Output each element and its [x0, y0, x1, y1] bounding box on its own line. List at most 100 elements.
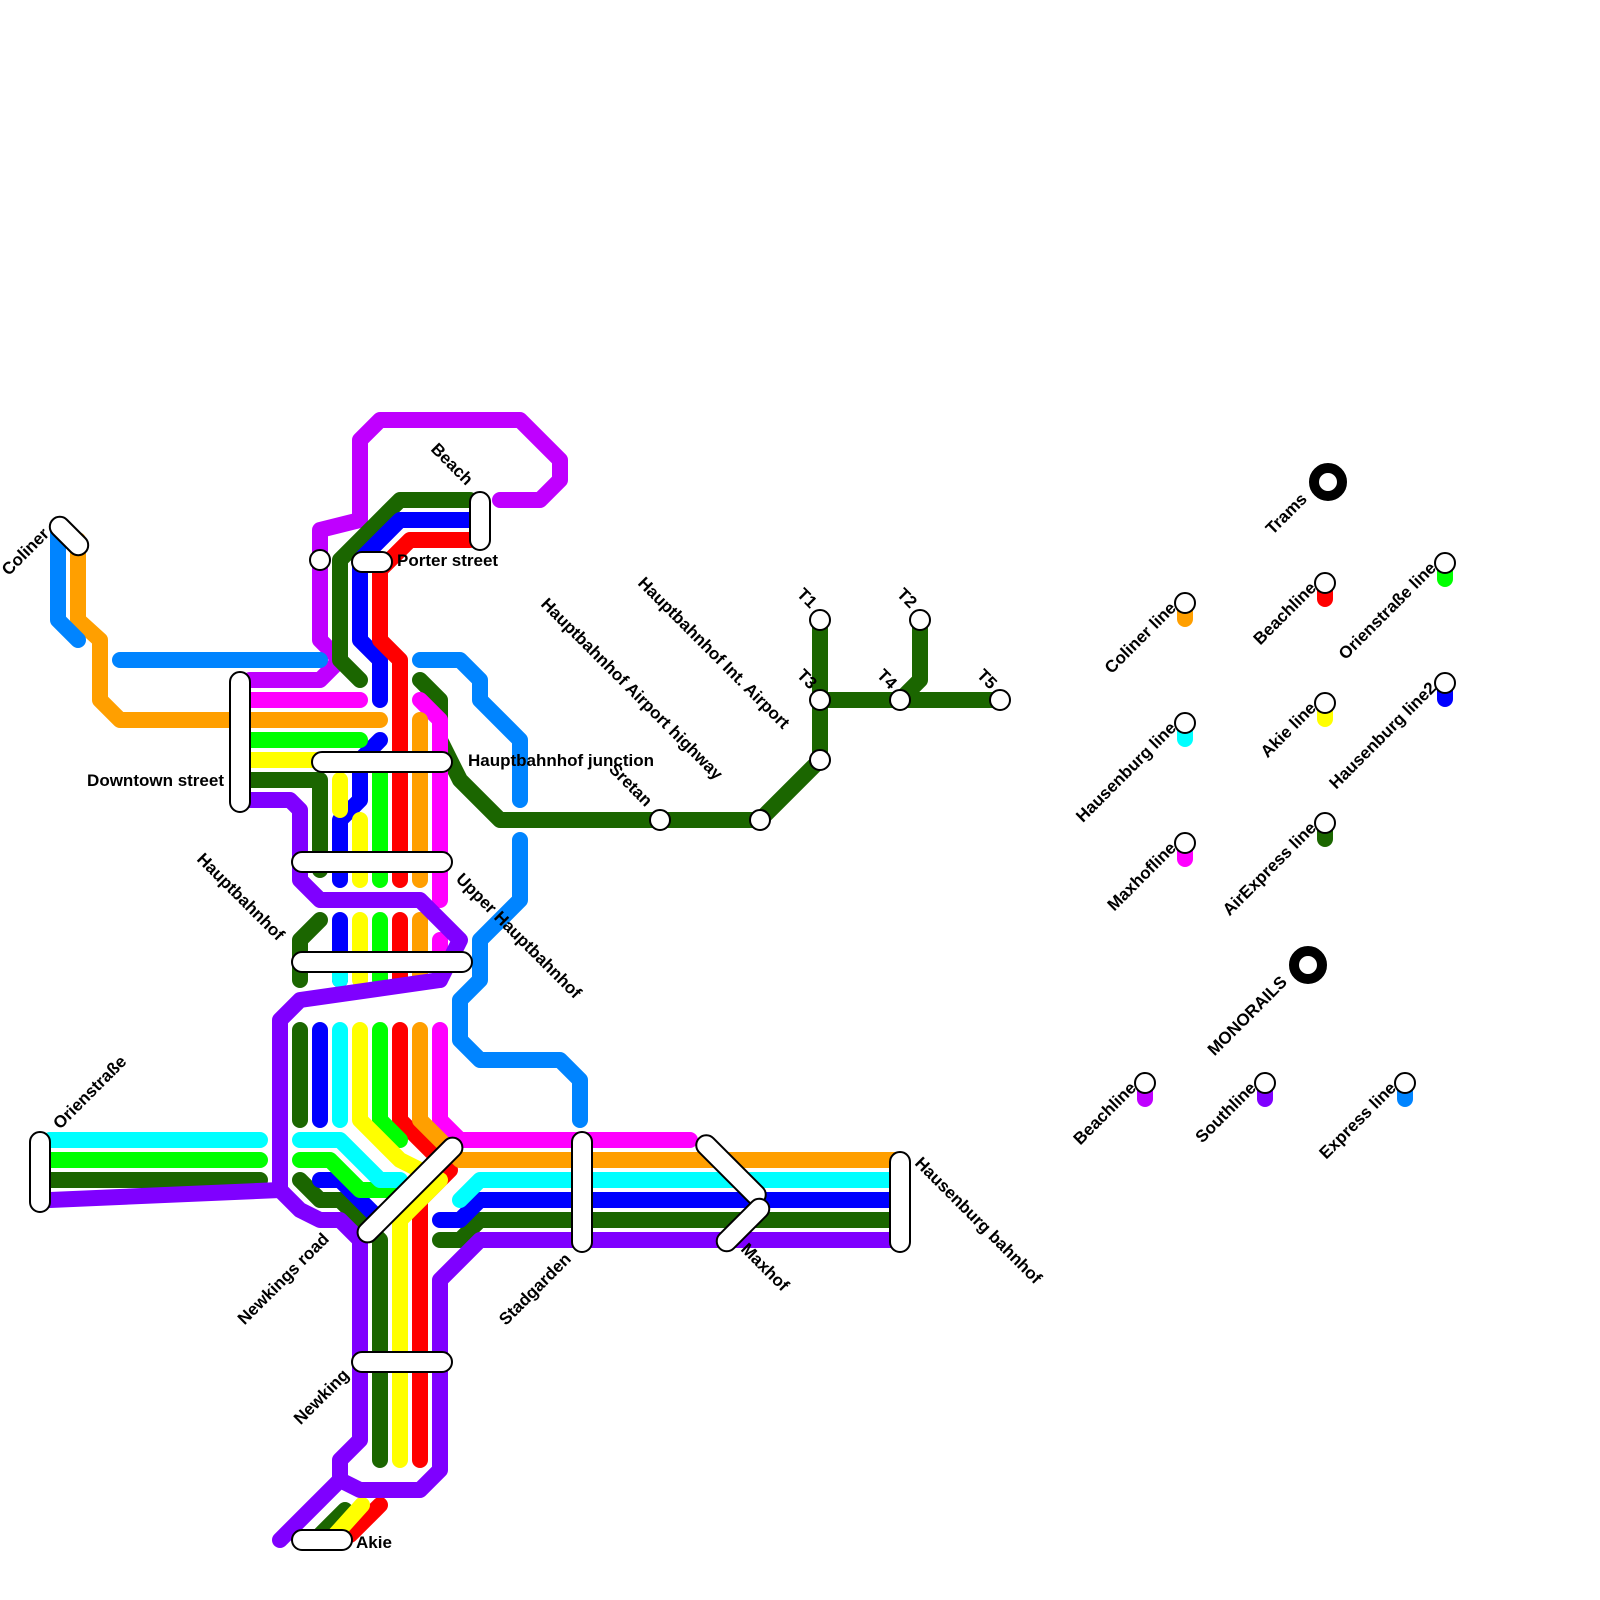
- station-beach-marker[interactable]: [469, 491, 491, 551]
- labels-layer: Coliner Beach Porter street Downtown str…: [0, 439, 1046, 1552]
- line-airexpress-airport: [412, 612, 828, 828]
- legend-item-beachline-tram: Beachline: [1250, 572, 1336, 649]
- line-airexpress-north: [332, 492, 478, 688]
- label-downtown: Downtown street: [87, 771, 224, 790]
- station-stadgarden-marker[interactable]: [571, 1131, 593, 1253]
- stop-t1[interactable]: [809, 609, 831, 631]
- legend-stop-icon: [1174, 832, 1196, 854]
- legend-item-hausenburg2: Hausenburg line2: [1326, 672, 1456, 793]
- stop-hbf-int-airport[interactable]: [809, 749, 831, 771]
- line-airexpress-trunk: [242, 772, 328, 878]
- station-downtown-marker[interactable]: [229, 671, 251, 813]
- label-t5: T5: [973, 665, 1000, 692]
- legend-item-coliner: Coliner line: [1101, 592, 1196, 677]
- line-southline-loop: [272, 1182, 908, 1498]
- legend-item-express: Express line: [1316, 1072, 1416, 1163]
- label-oriens: Orienstraße: [49, 1052, 130, 1133]
- legend-label: Orienstraße line: [1335, 558, 1440, 663]
- line-hausenburg2-north: [352, 512, 478, 708]
- legend-stop-icon: [1134, 1072, 1156, 1094]
- station-akie-marker[interactable]: [291, 1529, 353, 1551]
- legend-item-beachline-mono: Beachline: [1070, 1072, 1156, 1149]
- station-hauptbahnhof-marker[interactable]: [291, 951, 473, 973]
- station-oriens-marker[interactable]: [29, 1131, 51, 1213]
- legend-item-maxhof: Maxhofline: [1104, 832, 1196, 915]
- legend-label: Beachline: [1250, 578, 1320, 648]
- line-beachline-tram-north: [372, 532, 478, 888]
- legend-stop-icon: [1254, 1072, 1276, 1094]
- label-t1: T1: [793, 584, 820, 611]
- line-hausenburg2-east: [432, 1192, 908, 1228]
- stop-sretan[interactable]: [649, 809, 671, 831]
- station-coliner-marker[interactable]: [46, 513, 93, 560]
- stop-t3[interactable]: [809, 689, 831, 711]
- legend-trams-title: Trams: [1262, 489, 1311, 538]
- station-upper-hbf-marker[interactable]: [291, 851, 453, 873]
- stop-hbf-airport-hwy[interactable]: [749, 809, 771, 831]
- legend-label: Hausenburg line: [1072, 718, 1180, 826]
- legend-label: Akie line: [1257, 698, 1320, 761]
- line-beachline-monorail: [312, 412, 568, 568]
- legend-item-airexpress: AirExpress line: [1219, 812, 1336, 919]
- legend-label: AirExpress line: [1219, 818, 1320, 919]
- stop-beachline-north[interactable]: [309, 549, 331, 571]
- label-t4: T4: [873, 665, 901, 693]
- label-hbf-junction: Hauptbahnhof junction: [468, 751, 654, 770]
- line-hausenburg-east: [452, 1172, 908, 1208]
- interchanges-layer: [29, 491, 911, 1551]
- line-hausenburg-junction: [292, 1132, 408, 1188]
- label-beach: Beach: [427, 439, 477, 489]
- legend-item-southline: Southline: [1192, 1072, 1276, 1147]
- legend-stop-icon: [1314, 812, 1336, 834]
- legend-stop-icon: [1434, 552, 1456, 574]
- station-hbf-junction-marker[interactable]: [311, 751, 453, 773]
- line-southline-north: [42, 792, 468, 1208]
- line-airexpress-newking: [292, 1172, 388, 1468]
- label-stadgarden: Stadgarden: [495, 1249, 575, 1329]
- label-hausenburg: Hausenburg bahnhof: [911, 1153, 1046, 1288]
- legend-label: Express line: [1316, 1078, 1400, 1162]
- line-beachline-tram-south: [392, 1022, 458, 1468]
- station-maxhof-marker-b[interactable]: [713, 1195, 774, 1256]
- monorails-ring-icon: [1289, 946, 1327, 984]
- legend-label: Coliner line: [1101, 598, 1180, 677]
- line-maxhof-vertical: [412, 692, 448, 908]
- label-hauptbahnhof: Hauptbahnhof: [193, 849, 288, 944]
- stop-t4[interactable]: [889, 689, 911, 711]
- legend-stop-icon: [1314, 692, 1336, 714]
- legend-monorails-title: MONORAILS: [1204, 972, 1291, 1059]
- line-coliner-south: [412, 1022, 908, 1168]
- line-southline-akie: [272, 1472, 348, 1548]
- stop-t5[interactable]: [989, 689, 1011, 711]
- line-express-coliner: [50, 522, 86, 648]
- legend-stop-icon: [1394, 1072, 1416, 1094]
- stop-t2[interactable]: [909, 609, 931, 631]
- line-airexpress-t2: [892, 612, 928, 708]
- legend-item-oriens: Orienstraße line: [1335, 552, 1456, 663]
- station-porter-marker[interactable]: [351, 551, 393, 573]
- legend-label: Hausenburg line2: [1326, 678, 1440, 792]
- label-coliner: Coliner: [0, 524, 53, 579]
- station-newkings-road-marker[interactable]: [353, 1133, 466, 1246]
- label-porter: Porter street: [397, 551, 498, 570]
- legend-item-hausenburg: Hausenburg line: [1072, 712, 1196, 826]
- label-newking: Newking: [290, 1365, 353, 1428]
- line-oriens-south: [372, 1022, 408, 1148]
- legend-stop-icon: [1174, 592, 1196, 614]
- label-newkings-road: Newkings road: [234, 1229, 333, 1328]
- legend-label: Maxhofline: [1104, 838, 1180, 914]
- legend-label: Southline: [1192, 1078, 1260, 1146]
- line-airexpress-east: [432, 1212, 908, 1248]
- legend: Trams MONORAILS Coliner line Beachline O…: [1070, 463, 1456, 1163]
- legend-label: Beachline: [1070, 1078, 1140, 1148]
- legend-stop-icon: [1314, 572, 1336, 594]
- lines-layer: [42, 412, 1008, 1548]
- station-newking-marker[interactable]: [351, 1351, 453, 1373]
- legend-stop-icon: [1174, 712, 1196, 734]
- stops-layer: [309, 549, 1011, 831]
- line-oriens-junction: [292, 1152, 398, 1198]
- label-t2: T2: [893, 584, 920, 611]
- line-express-east: [412, 652, 528, 808]
- station-hausenburg-marker[interactable]: [889, 1151, 911, 1253]
